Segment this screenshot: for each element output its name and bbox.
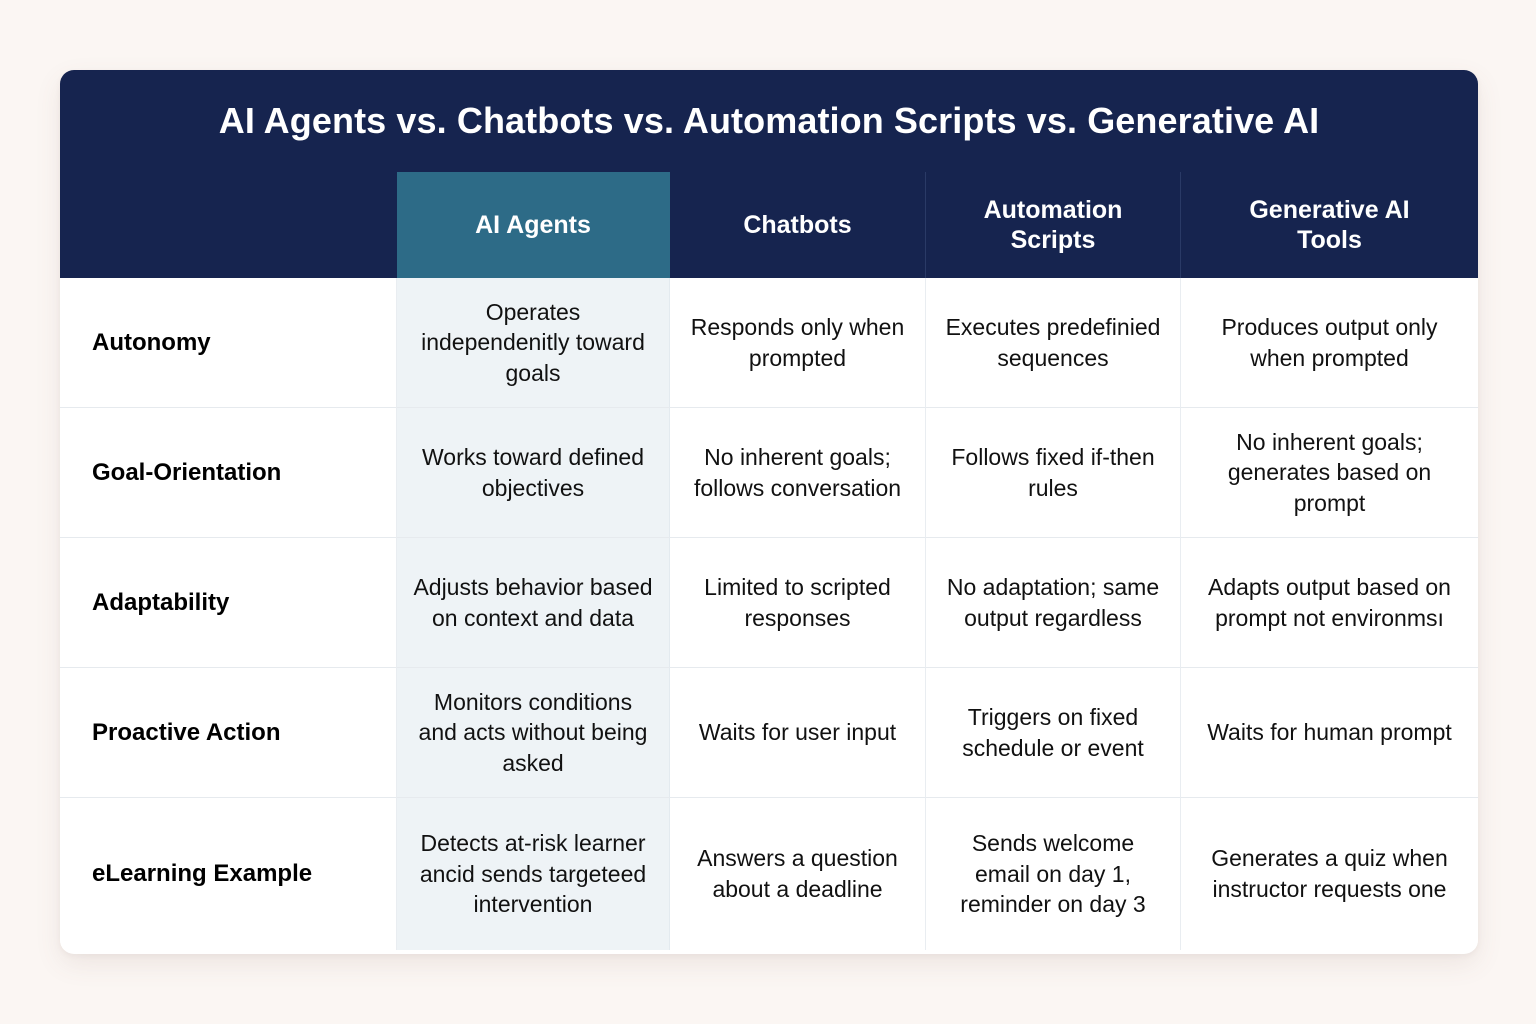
generative-ai-line2: Tools	[1297, 226, 1362, 254]
cell-elearning-example-ai-agents: Detects at-risk learner ancid sends targ…	[397, 798, 670, 950]
cell-adaptability-ai-agents: Adjusts behavior based on context and da…	[397, 538, 670, 668]
table-row: Autonomy Operates independenitly toward …	[60, 278, 1478, 408]
automation-scripts-line1: Automation	[983, 195, 1123, 224]
cell-elearning-example-automation-scripts: Sends welcome email on day 1, reminder o…	[926, 798, 1181, 950]
row-label-goal-orientation: Goal-Orientation	[60, 408, 397, 538]
cell-autonomy-chatbots: Responds only when prompted	[670, 278, 926, 408]
table-row: eLearning Example Detects at-risk learne…	[60, 798, 1478, 950]
row-label-elearning-example: eLearning Example	[60, 798, 397, 950]
cell-autonomy-automation-scripts: Executes predefinied sequences	[926, 278, 1181, 408]
column-header-automation-scripts: Automation Scripts	[926, 172, 1181, 278]
row-label-adaptability: Adaptability	[60, 538, 397, 668]
cell-elearning-example-generative-ai: Generates a quiz when instructor request…	[1181, 798, 1478, 950]
column-header-ai-agents-label: AI Agents	[475, 210, 591, 239]
cell-adaptability-automation-scripts: No adaptation; same output regardless	[926, 538, 1181, 668]
cell-elearning-example-chatbots: Answers a question about a deadline	[670, 798, 926, 950]
table-row: Adaptability Adjusts behavior based on c…	[60, 538, 1478, 668]
cell-goal-orientation-ai-agents: Works toward defined objectives	[397, 408, 670, 538]
column-header-generative-ai-label: Generative AI Tools	[1249, 195, 1409, 256]
table-title-bar: AI Agents vs. Chatbots vs. Automation Sc…	[60, 70, 1478, 172]
cell-proactive-action-automation-scripts: Triggers on fixed schedule or event	[926, 668, 1181, 798]
cell-adaptability-chatbots: Limited to scripted responses	[670, 538, 926, 668]
automation-scripts-line2: Scripts	[1010, 226, 1096, 254]
comparison-table-card: AI Agents vs. Chatbots vs. Automation Sc…	[60, 70, 1478, 954]
cell-autonomy-ai-agents: Operates independenitly toward goals	[397, 278, 670, 408]
cell-proactive-action-chatbots: Waits for user input	[670, 668, 926, 798]
cell-adaptability-generative-ai: Adapts output based on prompt not enviro…	[1181, 538, 1478, 668]
page-title: AI Agents vs. Chatbots vs. Automation Sc…	[218, 100, 1320, 141]
column-header-automation-scripts-label: Automation Scripts	[984, 195, 1123, 256]
cell-proactive-action-ai-agents: Monitors conditions and acts without bei…	[397, 668, 670, 798]
cell-goal-orientation-automation-scripts: Follows fixed if-then rules	[926, 408, 1181, 538]
header-corner-cell	[60, 172, 397, 278]
column-header-ai-agents: AI Agents	[397, 172, 670, 278]
table-row: Proactive Action Monitors conditions and…	[60, 668, 1478, 798]
column-header-chatbots-label: Chatbots	[743, 210, 852, 239]
column-header-generative-ai: Generative AI Tools	[1181, 172, 1478, 278]
column-header-chatbots: Chatbots	[670, 172, 926, 278]
generative-ai-line1: Generative AI	[1249, 195, 1410, 224]
cell-goal-orientation-generative-ai: No inherent goals; generates based on pr…	[1181, 408, 1478, 538]
table-row: Goal-Orientation Works toward defined ob…	[60, 408, 1478, 538]
cell-proactive-action-generative-ai: Waits for human prompt	[1181, 668, 1478, 798]
cell-goal-orientation-chatbots: No inherent goals; follows conversation	[670, 408, 926, 538]
row-label-autonomy: Autonomy	[60, 278, 397, 408]
table-header-row: AI Agents Chatbots Automation Scripts Ge…	[60, 172, 1478, 278]
row-label-proactive-action: Proactive Action	[60, 668, 397, 798]
cell-autonomy-generative-ai: Produces output only when prompted	[1181, 278, 1478, 408]
